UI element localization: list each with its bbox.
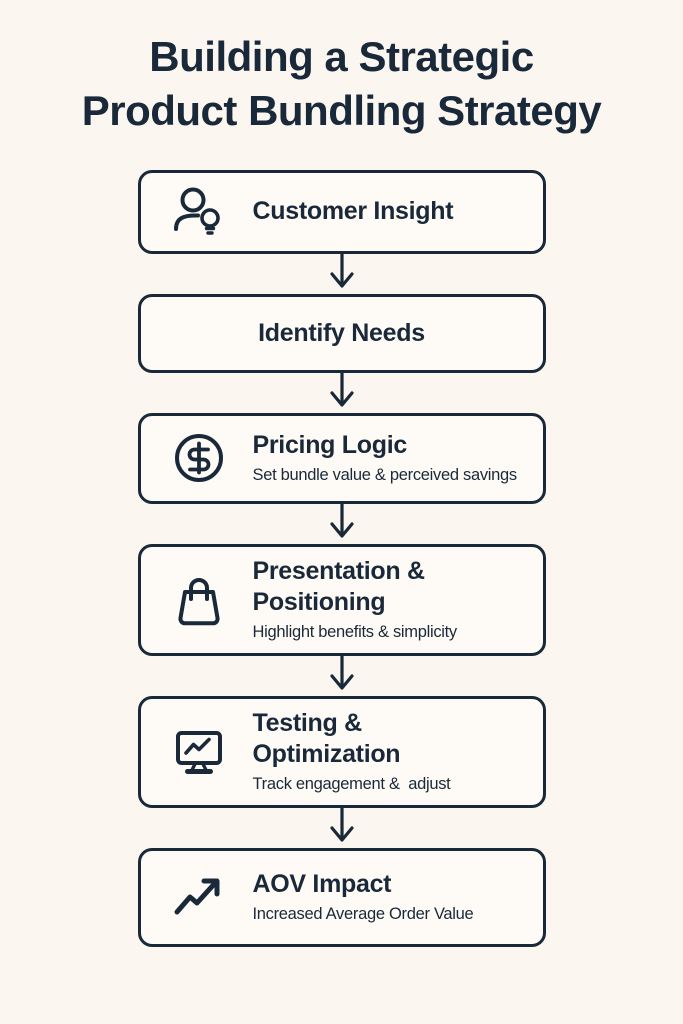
page-title-line1: Building a Strategic — [149, 33, 534, 80]
step-heading: Presentation & Positioning — [252, 556, 426, 616]
step-text: Pricing Logic Set bundle value & perceiv… — [252, 430, 518, 486]
page-title-line2: Product Bundling Strategy — [81, 86, 602, 134]
shopping-bag-icon — [171, 572, 227, 628]
monitor-chart-icon — [171, 724, 227, 780]
step-card-presentation-positioning: Presentation & Positioning Highlight ben… — [137, 543, 546, 656]
down-arrow-icon — [327, 253, 357, 294]
person-lightbulb-icon — [171, 184, 227, 240]
step-card-customer-insight: Customer Insight — [137, 169, 546, 254]
flowchart: Customer Insight Identify Needs — [137, 169, 546, 947]
step-text: AOV Impact Increased Average Order Value — [253, 869, 474, 925]
down-arrow-icon — [327, 372, 357, 413]
step-heading: Customer Insight — [252, 197, 454, 225]
down-arrow-icon — [327, 503, 357, 544]
step-card-aov-impact: AOV Impact Increased Average Order Value — [137, 847, 546, 947]
step-text: Testing & Optimization Track engagement … — [253, 708, 511, 795]
step-subtitle: Set bundle value & perceived savings — [252, 465, 518, 484]
page-title: Building a Strategic Product Bundling St… — [0, 0, 683, 138]
step-text: Customer Insight — [253, 196, 454, 227]
step-text: Presentation & Positioning Highlight ben… — [253, 556, 511, 643]
step-subtitle: Increased Average Order Value — [252, 904, 474, 923]
step-card-pricing-logic: Pricing Logic Set bundle value & perceiv… — [137, 412, 546, 504]
dollar-circle-icon — [171, 430, 227, 486]
trending-up-icon — [171, 869, 227, 925]
down-arrow-icon — [327, 655, 357, 696]
step-subtitle: Highlight benefits & simplicity — [252, 622, 458, 641]
step-card-testing-optimization: Testing & Optimization Track engagement … — [137, 695, 546, 808]
step-heading: AOV Impact — [252, 869, 392, 898]
step-heading: Testing & Optimization — [252, 708, 401, 768]
step-heading: Pricing Logic — [252, 430, 408, 459]
step-heading: Identify Needs — [258, 318, 425, 347]
step-card-identify-needs: Identify Needs — [137, 293, 546, 373]
step-subtitle: Track engagement & adjust — [252, 774, 451, 793]
down-arrow-icon — [327, 807, 357, 848]
